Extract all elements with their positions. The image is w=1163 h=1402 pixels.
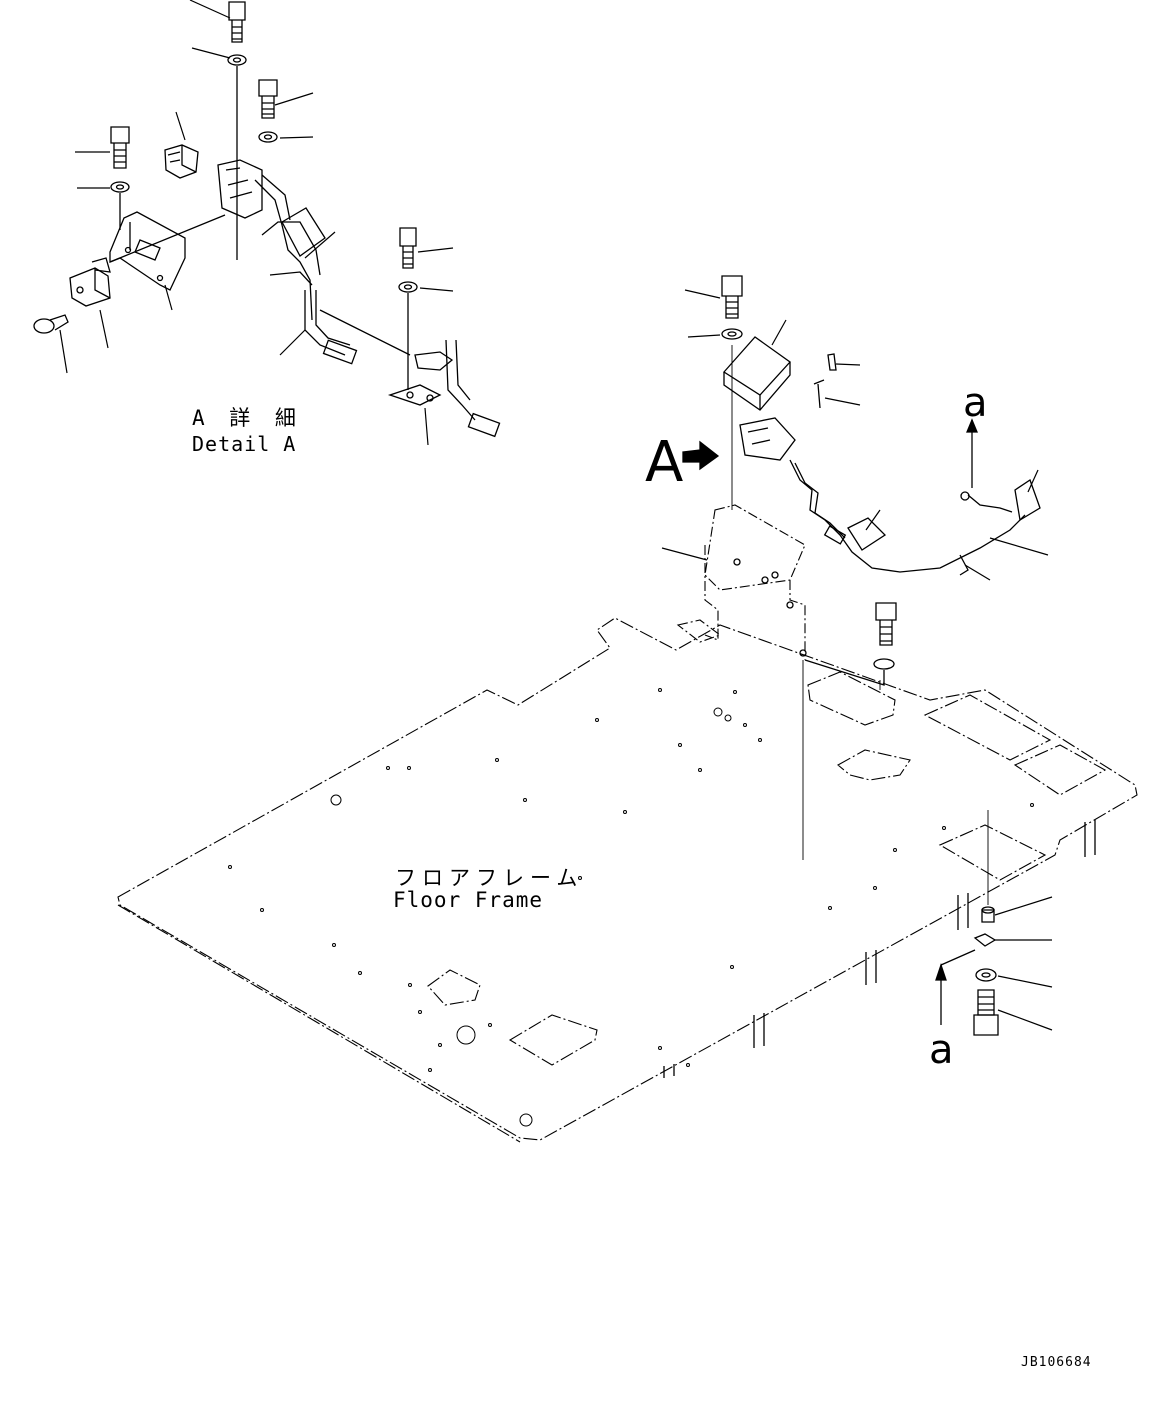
marker-a-bottom: a [929, 1027, 954, 1073]
clip-parts [813, 353, 1041, 551]
detail-a-label-en: Detail A [192, 432, 297, 456]
floor-frame [117, 617, 1138, 1143]
arrow-a-bottom [940, 949, 976, 1025]
fastener-stack [973, 906, 999, 1036]
view-arrow-letter: A [645, 430, 684, 495]
leader-lines [59, 0, 1053, 1031]
controller-box [723, 336, 791, 411]
floor-holes [228, 688, 1034, 1127]
main-bolt [721, 275, 743, 319]
center-lines [731, 345, 989, 905]
floor-posts [663, 820, 1096, 1078]
drawing-number: JB106684 [1021, 1355, 1092, 1370]
detail-a-parts [33, 1, 501, 438]
detail-a-label-jp: A 詳 細 [192, 406, 302, 430]
floor-frame-label-jp: フロアフレーム [395, 866, 584, 890]
side-bolt [875, 602, 897, 646]
floor-frame-label-en: Floor Frame [393, 888, 544, 912]
harness-right [739, 417, 1026, 576]
marker-a-top: a [963, 380, 988, 426]
mount-bracket [676, 504, 806, 660]
